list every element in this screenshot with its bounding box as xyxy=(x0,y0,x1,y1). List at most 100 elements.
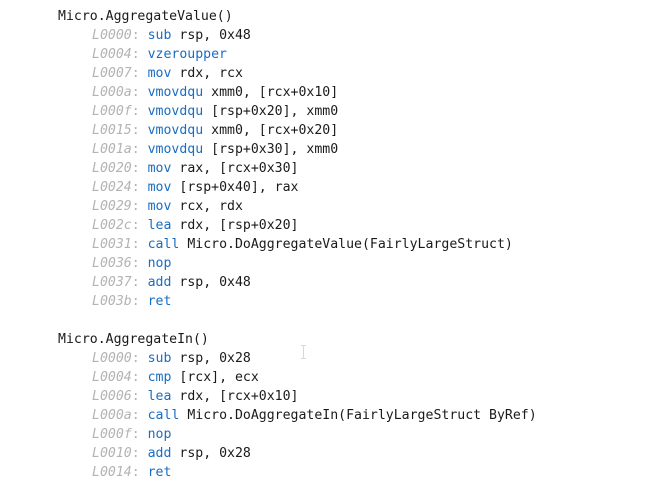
instruction-line[interactable]: L0000: sub rsp, 0x48 xyxy=(92,26,251,45)
instruction-mnemonic: add xyxy=(147,275,172,290)
instruction-address: L000f xyxy=(92,104,132,119)
address-separator: : xyxy=(131,180,148,195)
instruction-line[interactable]: L002c: lea rdx, [rsp+0x20] xyxy=(92,216,298,235)
instruction-operands: rax, [rcx+0x30] xyxy=(179,161,299,176)
address-separator: : xyxy=(131,161,148,176)
instruction-mnemonic: sub xyxy=(147,28,172,43)
instruction-line[interactable]: L0007: mov rdx, rcx xyxy=(92,64,243,83)
instruction-mnemonic: sub xyxy=(147,351,172,366)
instruction-operands: rsp, 0x28 xyxy=(179,446,251,461)
instruction-line[interactable]: L0015: vmovdqu xmm0, [rcx+0x20] xyxy=(92,121,338,140)
address-separator: : xyxy=(131,465,148,480)
instruction-line[interactable]: L0010: add rsp, 0x28 xyxy=(92,444,251,463)
instruction-mnemonic: cmp xyxy=(147,370,172,385)
instruction-line[interactable]: L001a: vmovdqu [rsp+0x30], xmm0 xyxy=(92,140,338,159)
instruction-line[interactable]: L0031: call Micro.DoAggregateValue(Fairl… xyxy=(92,235,513,254)
instruction-address: L003b xyxy=(92,294,132,309)
instruction-operands: Micro.DoAggregateIn(FairlyLargeStruct By… xyxy=(187,408,537,423)
instruction-line[interactable]: L0029: mov rcx, rdx xyxy=(92,197,243,216)
instruction-address: L0029 xyxy=(92,199,132,214)
address-separator: : xyxy=(131,389,148,404)
address-separator: : xyxy=(131,66,148,81)
instruction-mnemonic: ret xyxy=(147,465,172,480)
instruction-operands: [rcx], ecx xyxy=(179,370,259,385)
instruction-mnemonic: mov xyxy=(147,161,172,176)
instruction-address: L001a xyxy=(92,142,132,157)
address-separator: : xyxy=(131,294,148,309)
address-separator: : xyxy=(131,142,148,157)
instruction-address: L0004 xyxy=(92,47,132,62)
instruction-mnemonic: mov xyxy=(147,199,172,214)
instruction-line[interactable]: L000f: nop xyxy=(92,425,179,444)
instruction-line[interactable]: L000a: vmovdqu xmm0, [rcx+0x10] xyxy=(92,83,338,102)
address-separator: : xyxy=(131,28,148,43)
instruction-operands: rsp, 0x48 xyxy=(179,28,251,43)
instruction-line[interactable]: L0014: ret xyxy=(92,463,179,482)
instruction-operands: xmm0, [rcx+0x10] xyxy=(211,85,339,100)
function-header[interactable]: Micro.AggregateValue() xyxy=(58,9,233,24)
instruction-mnemonic: ret xyxy=(147,294,172,309)
instruction-address: L000a xyxy=(92,85,132,100)
instruction-mnemonic: vzeroupper xyxy=(147,47,227,62)
instruction-operands: [rsp+0x20], xmm0 xyxy=(211,104,339,119)
instruction-operands: rcx, rdx xyxy=(179,199,243,214)
instruction-line[interactable]: L000f: vmovdqu [rsp+0x20], xmm0 xyxy=(92,102,338,121)
instruction-address: L000a xyxy=(92,408,132,423)
address-separator: : xyxy=(131,47,148,62)
i-beam-cursor-icon xyxy=(301,345,307,359)
instruction-line[interactable]: L0036: nop xyxy=(92,254,179,273)
address-separator: : xyxy=(131,370,148,385)
address-separator: : xyxy=(131,85,148,100)
instruction-address: L0015 xyxy=(92,123,132,138)
instruction-address: L000f xyxy=(92,427,132,442)
instruction-line[interactable]: L003b: ret xyxy=(92,292,179,311)
instruction-line[interactable]: L0037: add rsp, 0x48 xyxy=(92,273,251,292)
instruction-mnemonic: call xyxy=(147,408,180,423)
address-separator: : xyxy=(131,408,148,423)
instruction-mnemonic: add xyxy=(147,446,172,461)
instruction-operands: [rsp+0x30], xmm0 xyxy=(211,142,339,157)
address-separator: : xyxy=(131,218,148,233)
address-separator: : xyxy=(131,237,148,252)
instruction-line[interactable]: L0020: mov rax, [rcx+0x30] xyxy=(92,159,298,178)
address-separator: : xyxy=(131,275,148,290)
instruction-address: L002c xyxy=(92,218,132,233)
instruction-address: L0036 xyxy=(92,256,132,271)
instruction-line[interactable]: L0006: lea rdx, [rcx+0x10] xyxy=(92,387,298,406)
instruction-mnemonic: nop xyxy=(147,427,172,442)
address-separator: : xyxy=(131,104,148,119)
instruction-operands: [rsp+0x40], rax xyxy=(179,180,299,195)
instruction-line[interactable]: L0004: cmp [rcx], ecx xyxy=(92,368,259,387)
address-separator: : xyxy=(131,123,148,138)
instruction-operands: rsp, 0x28 xyxy=(179,351,251,366)
instruction-address: L0037 xyxy=(92,275,132,290)
instruction-address: L0024 xyxy=(92,180,132,195)
instruction-mnemonic: vmovdqu xyxy=(147,104,204,119)
function-header[interactable]: Micro.AggregateIn() xyxy=(58,332,209,347)
instruction-mnemonic: vmovdqu xyxy=(147,85,204,100)
instruction-address: L0014 xyxy=(92,465,132,480)
instruction-mnemonic: lea xyxy=(147,389,172,404)
instruction-address: L0020 xyxy=(92,161,132,176)
instruction-operands: Micro.DoAggregateValue(FairlyLargeStruct… xyxy=(187,237,513,252)
instruction-address: L0000 xyxy=(92,351,132,366)
address-separator: : xyxy=(131,351,148,366)
address-separator: : xyxy=(131,446,148,461)
address-separator: : xyxy=(131,199,148,214)
instruction-line[interactable]: L0024: mov [rsp+0x40], rax xyxy=(92,178,298,197)
address-separator: : xyxy=(131,427,148,442)
address-separator: : xyxy=(131,256,148,271)
instruction-address: L0007 xyxy=(92,66,132,81)
instruction-line[interactable]: L0000: sub rsp, 0x28 xyxy=(92,349,251,368)
instruction-mnemonic: vmovdqu xyxy=(147,123,204,138)
instruction-line[interactable]: L0004: vzeroupper xyxy=(92,45,235,64)
instruction-address: L0006 xyxy=(92,389,132,404)
instruction-mnemonic: call xyxy=(147,237,180,252)
instruction-address: L0004 xyxy=(92,370,132,385)
instruction-address: L0031 xyxy=(92,237,132,252)
instruction-operands: rsp, 0x48 xyxy=(179,275,251,290)
instruction-mnemonic: vmovdqu xyxy=(147,142,204,157)
instruction-address: L0000 xyxy=(92,28,132,43)
instruction-line[interactable]: L000a: call Micro.DoAggregateIn(FairlyLa… xyxy=(92,406,537,425)
